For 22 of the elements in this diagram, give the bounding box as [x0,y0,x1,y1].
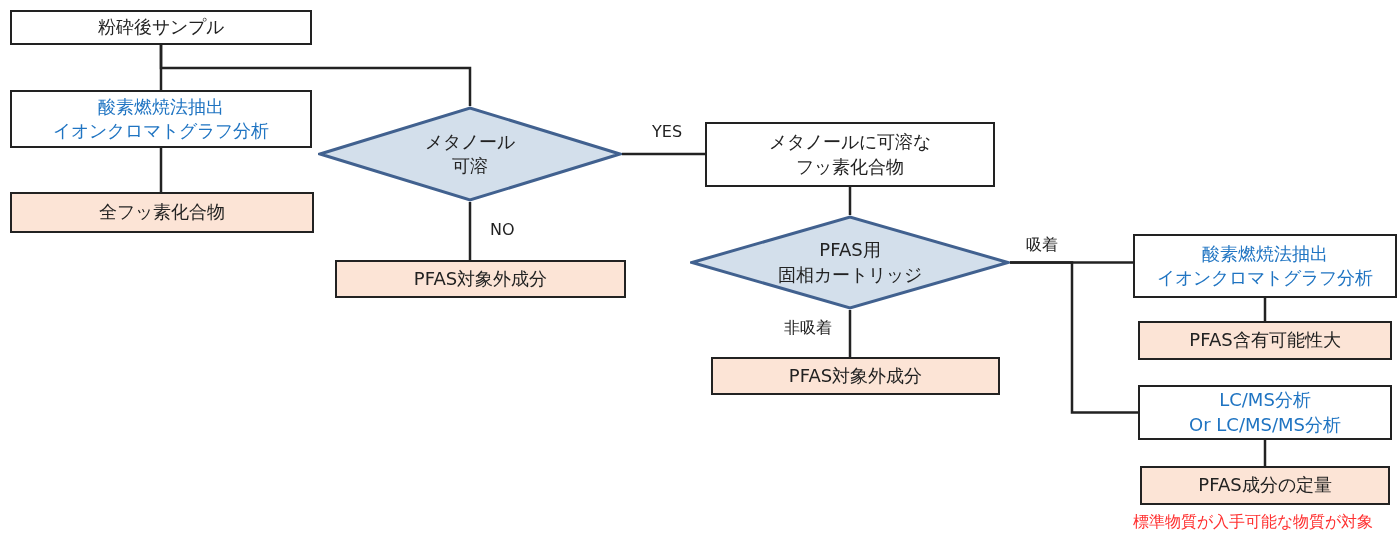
connector-line [1010,261,1138,414]
result-box: PFAS成分の定量 [1140,466,1390,505]
connector-line [1263,440,1267,466]
result-box: PFAS対象外成分 [335,260,626,298]
result-box: PFAS含有可能性大 [1138,321,1392,360]
connector-line [468,202,472,260]
connector-line [848,310,852,357]
result-box: PFAS対象外成分 [711,357,1000,395]
connector-line [159,45,472,106]
decision-diamond: PFAS用固相カートリッジ [690,215,1010,310]
note-text: 標準物質が入手可能な物質が対象 [1133,512,1373,533]
connector-line [622,152,705,156]
process-box: 粉砕後サンプル [10,10,312,45]
process-box: 酸素燃焼法抽出イオンクロマトグラフ分析 [10,90,312,148]
process-box: メタノールに可溶なフッ素化合物 [705,122,995,187]
result-box: 全フッ素化合物 [10,192,314,233]
process-box: 酸素燃焼法抽出イオンクロマトグラフ分析 [1133,234,1397,298]
connector-line [848,187,852,215]
decision-diamond: メタノール可溶 [318,106,622,202]
process-box: LC/MS分析 Or LC/MS/MS分析 [1138,385,1392,440]
connector-line [1263,298,1267,321]
connector-line [159,148,163,192]
